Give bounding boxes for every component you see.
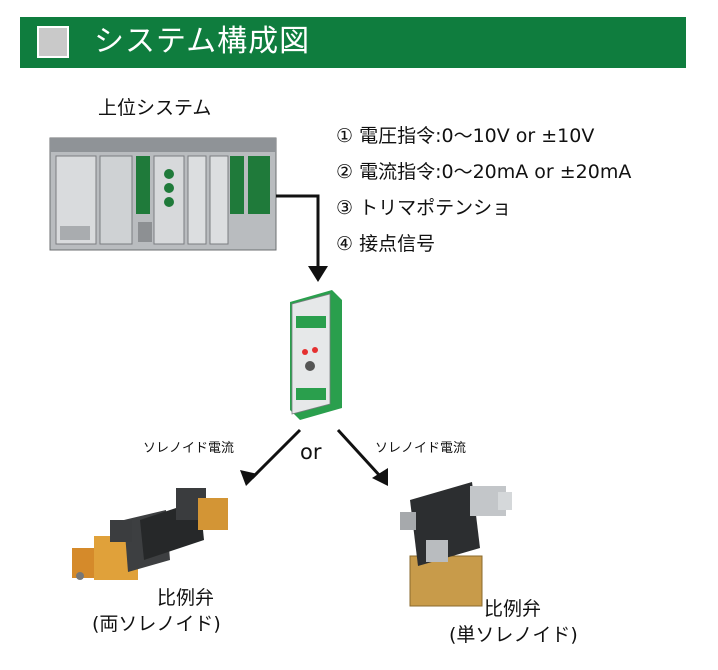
right-branch-arrow-line [336,428,382,478]
right-current-label: ソレノイド電流 [375,441,467,456]
left-branch-arrowhead [240,470,258,486]
right-branch-arrowhead [372,468,388,486]
left-valve-type: (両ソレノイド) [92,613,221,635]
right-valve-name: 比例弁 [484,598,542,620]
left-valve-name: 比例弁 [157,587,215,609]
double-solenoid-valve-icon [72,488,228,580]
amplifier-module-icon [290,290,342,420]
signal-item-voltage: ① 電圧指令:0〜10V or ±10V [336,125,595,147]
title-banner: システム構成図 [20,17,686,68]
host-system-label: 上位システム [98,97,212,119]
single-solenoid-valve-icon [400,482,512,607]
signal-item-current: ② 電流指令:0〜20mA or ±20mA [336,161,632,183]
connection-arrowhead [308,266,328,282]
left-branch-arrow-line [250,428,302,480]
connection-arrow-line [276,194,320,272]
page-title: システム構成図 [94,24,311,59]
right-valve-type: (単ソレノイド) [449,624,578,646]
title-square-icon [37,26,69,58]
left-current-label: ソレノイド電流 [143,441,235,456]
signal-item-contact: ④ 接点信号 [336,233,436,255]
plc-rack-icon [49,137,277,251]
signal-item-trimmer: ③ トリマポテンショ [336,197,512,219]
or-label: or [300,440,322,464]
signal-list: ① 電圧指令:0〜10V or ±10V ② 電流指令:0〜20mA or ±2… [336,118,631,262]
